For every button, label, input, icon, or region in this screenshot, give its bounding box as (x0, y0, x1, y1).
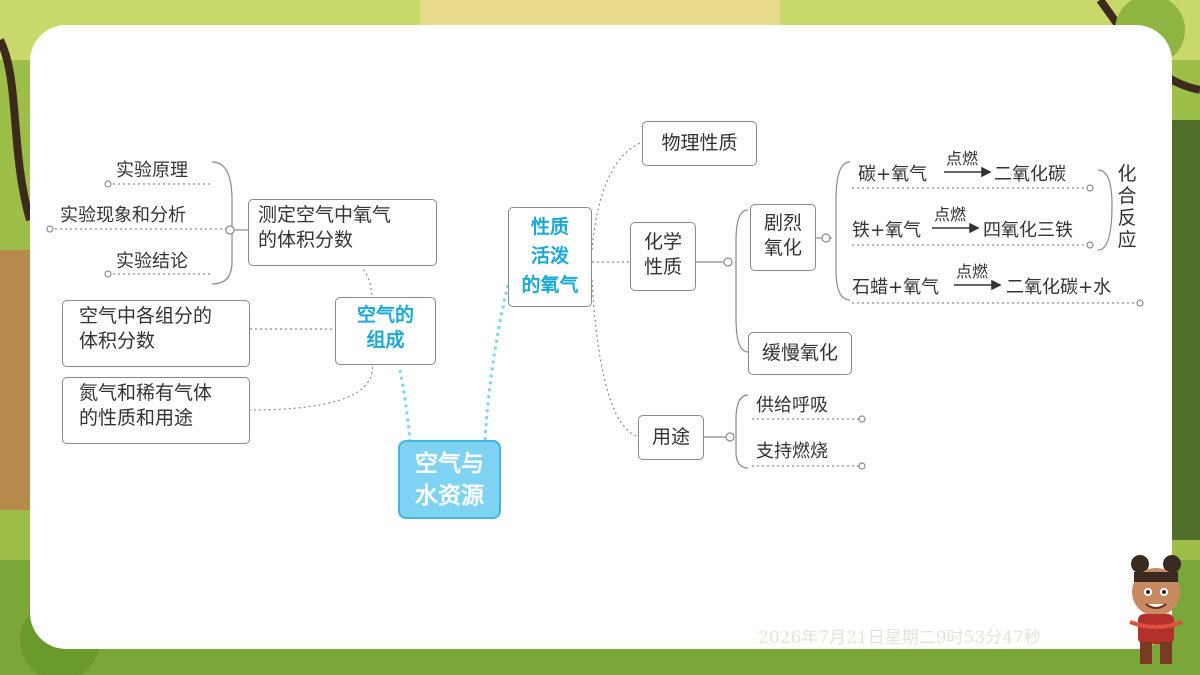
reaction-3-right: 二氧化碳+水 (1006, 277, 1112, 298)
node-fraction-line1: 空气中各组分的 (79, 305, 213, 327)
node-nitrogen: 氮气和稀有气体 的性质和用途 (62, 377, 250, 444)
node-chemical-line2: 性质 (643, 256, 682, 278)
node-composition-line1: 空气的 (356, 304, 414, 326)
reaction-1-condition: 点燃 (946, 149, 979, 168)
node-measure-line2: 的体积分数 (258, 229, 354, 251)
node-oxygen-line1: 性质 (530, 216, 569, 238)
node-physical: 物理性质 (642, 121, 757, 166)
center-topic-line1: 空气与 (415, 451, 484, 477)
node-fraction-line2: 体积分数 (79, 330, 156, 352)
measure-item-phenomenon: 实验现象和分析 (60, 205, 186, 226)
center-topic: 空气与 水资源 (398, 440, 501, 519)
center-topic-line2: 水资源 (415, 483, 484, 509)
node-measure: 测定空气中氧气 的体积分数 (248, 199, 437, 266)
usage-item-breathing: 供给呼吸 (756, 395, 828, 416)
node-oxygen: 性质 活泼 的氧气 (508, 207, 592, 307)
node-usage-label: 用途 (651, 426, 690, 448)
measure-item-principle: 实验原理 (116, 160, 188, 181)
node-composition-line2: 组成 (366, 329, 405, 351)
node-chemical: 化学 性质 (630, 222, 696, 291)
node-slow: 缓慢氧化 (748, 332, 852, 375)
reaction-3-left: 石蜡+氧气 (852, 277, 940, 298)
reaction-3-condition: 点燃 (956, 262, 989, 281)
combination-char-4: 应 (1117, 229, 1137, 251)
node-composition: 空气的 组成 (335, 297, 436, 365)
combination-char-3: 反 (1117, 207, 1137, 229)
node-slow-label: 缓慢氧化 (761, 342, 838, 364)
node-oxygen-line3: 的氧气 (521, 274, 579, 296)
node-physical-label: 物理性质 (661, 132, 738, 154)
node-measure-line1: 测定空气中氧气 (258, 204, 392, 226)
usage-item-combustion: 支持燃烧 (756, 441, 828, 462)
combination-reaction-label: 化 合 反 应 (1116, 163, 1138, 251)
node-fierce: 剧烈 氧化 (750, 204, 816, 271)
reaction-1-right: 二氧化碳 (994, 164, 1066, 185)
reaction-2-left: 铁+氧气 (852, 220, 922, 241)
reaction-2-condition: 点燃 (934, 205, 967, 224)
node-fraction: 空气中各组分的 体积分数 (62, 300, 250, 367)
combination-char-1: 化 (1117, 163, 1137, 185)
node-oxygen-line2: 活泼 (530, 245, 569, 267)
node-fierce-line2: 氧化 (763, 237, 802, 259)
cartoon-character-icon (1129, 555, 1183, 664)
node-fierce-line1: 剧烈 (763, 212, 802, 234)
node-chemical-line1: 化学 (643, 231, 682, 253)
node-nitrogen-line2: 的性质和用途 (79, 407, 194, 429)
timestamp-text: 2026年7月21日星期二9时53分47秒 (758, 628, 1041, 648)
reaction-2-right: 四氧化三铁 (983, 220, 1073, 241)
node-nitrogen-line1: 氮气和稀有气体 (79, 382, 213, 404)
node-usage: 用途 (638, 415, 704, 460)
combination-char-2: 合 (1117, 185, 1137, 207)
measure-item-conclusion: 实验结论 (116, 251, 188, 272)
reaction-1-left: 碳+氧气 (858, 164, 928, 185)
